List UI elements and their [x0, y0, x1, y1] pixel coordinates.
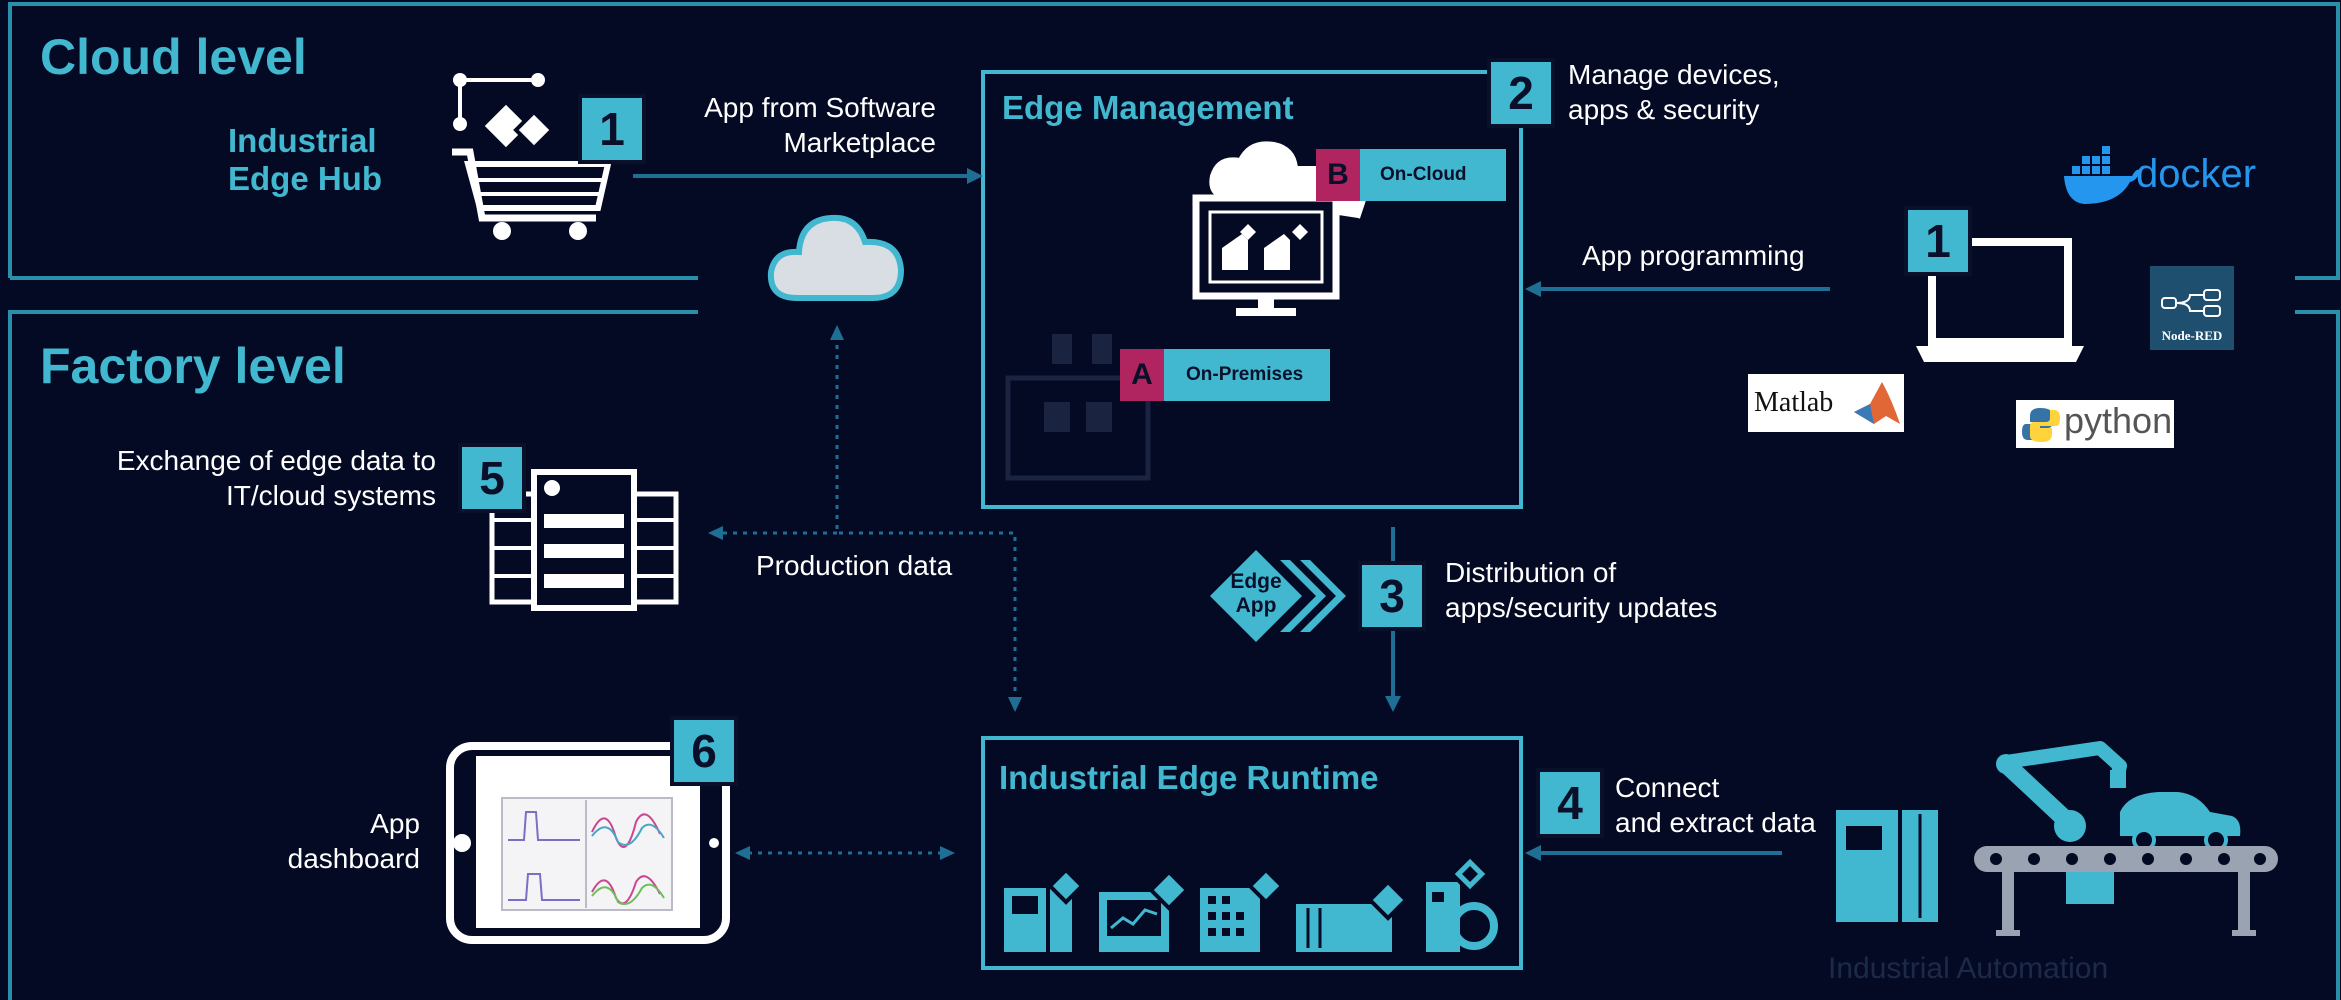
nodered-logo: Node-RED — [2150, 266, 2234, 350]
exchange-badge: 5 — [458, 443, 526, 513]
distribution-badge: 3 — [1358, 561, 1426, 631]
distribution-line1: Distribution of — [1445, 557, 1617, 588]
server-rack-icon — [489, 469, 679, 611]
hmi-panel-icon — [1099, 869, 1190, 952]
edge-hub-title-line2: Edge Hub — [228, 160, 382, 197]
on-cloud-label: On-Cloud — [1380, 164, 1467, 185]
edge-app-label: Edge App — [1220, 570, 1292, 618]
runtime-title: Industrial Edge Runtime — [999, 759, 1379, 796]
factory-level-frame-right — [2295, 310, 2340, 1000]
on-premises-label: On-Premises — [1186, 364, 1304, 385]
edge-management-desc-line2: apps & security — [1568, 94, 1760, 125]
dashboard-line2: dashboard — [287, 843, 420, 874]
cloud-icon — [767, 214, 905, 301]
edge-device-icon — [1426, 853, 1498, 952]
nodered-flow-icon — [2161, 289, 2221, 317]
edge-app-icon — [1210, 550, 1346, 642]
dashboard-line1: App — [370, 808, 420, 839]
industrial-automation-label: Industrial Automation — [1828, 952, 2109, 985]
edge-management-desc-line1: Manage devices, — [1568, 59, 1780, 90]
edge-hub-title-line1: Industrial — [228, 122, 377, 159]
python-logo: python — [2016, 400, 2174, 448]
dashboard-badge: 6 — [670, 716, 738, 786]
edge-hub-title: Industrial Edge Hub — [228, 122, 382, 198]
connect-badge: 4 — [1536, 768, 1604, 838]
marketplace-line2: Marketplace — [783, 127, 936, 158]
python-text: python — [2064, 400, 2173, 441]
control-cabinet-icon — [1836, 810, 1938, 922]
python-snake-icon — [2022, 408, 2060, 442]
marketplace-line1: App from Software — [704, 92, 936, 123]
on-premises-letter: A — [1120, 349, 1164, 401]
edge-management-badge: 2 — [1487, 58, 1555, 128]
plc-device-icon — [1004, 867, 1085, 952]
edge-app-line2: App — [1235, 594, 1277, 617]
factory-level-frame — [8, 310, 698, 1000]
matlab-logo: Matlab — [1748, 374, 1904, 432]
connect-line1: Connect — [1615, 772, 1720, 803]
connect-line2: and extract data — [1615, 807, 1816, 838]
industrial-pc-icon — [1296, 879, 1409, 952]
marketplace-label: App from Software Marketplace — [660, 90, 936, 160]
edge-app-line1: Edge — [1230, 570, 1282, 593]
edge-management-box — [981, 70, 1523, 509]
exchange-line2: IT/cloud systems — [225, 480, 436, 511]
on-premises-server-icon — [1005, 334, 1151, 481]
docker-text: docker — [2136, 152, 2257, 196]
production-data-label: Production data — [756, 550, 953, 581]
hub-badge: 1 — [578, 94, 646, 164]
shopping-cart-icon — [452, 73, 612, 240]
distribution-label: Distribution of apps/security updates — [1445, 555, 1717, 625]
tablet-dashboard-icon — [446, 742, 730, 944]
edge-management-title: Edge Management — [1002, 89, 1294, 126]
docker-logo: docker — [2060, 142, 2260, 212]
cloud-level-title: Cloud level — [40, 29, 307, 85]
on-cloud-tag: B On-Cloud — [1316, 149, 1506, 201]
cloud-level-frame — [8, 2, 2340, 280]
on-cloud-letter: B — [1316, 149, 1360, 201]
robot-conveyor-icon — [1974, 741, 2278, 936]
dashboard-label: App dashboard — [240, 806, 420, 876]
matlab-membrane-icon — [1854, 382, 1900, 424]
programming-badge: 1 — [1904, 206, 1972, 276]
docker-whale-icon — [2064, 146, 2140, 204]
exchange-line1: Exchange of edge data to — [116, 445, 436, 476]
on-premises-tag: A On-Premises — [1120, 349, 1330, 401]
app-programming-label: App programming — [1582, 240, 1805, 271]
distribution-line2: apps/security updates — [1445, 592, 1718, 623]
connect-label: Connect and extract data — [1615, 770, 1816, 840]
nodered-text: Node-RED — [2150, 328, 2234, 344]
matlab-text: Matlab — [1754, 387, 1834, 418]
factory-level-title: Factory level — [40, 338, 346, 394]
runtime-box — [981, 736, 1523, 970]
io-module-icon — [1200, 867, 1285, 952]
edge-management-desc: Manage devices, apps & security — [1568, 57, 1780, 127]
exchange-label: Exchange of edge data to IT/cloud system… — [60, 443, 436, 513]
